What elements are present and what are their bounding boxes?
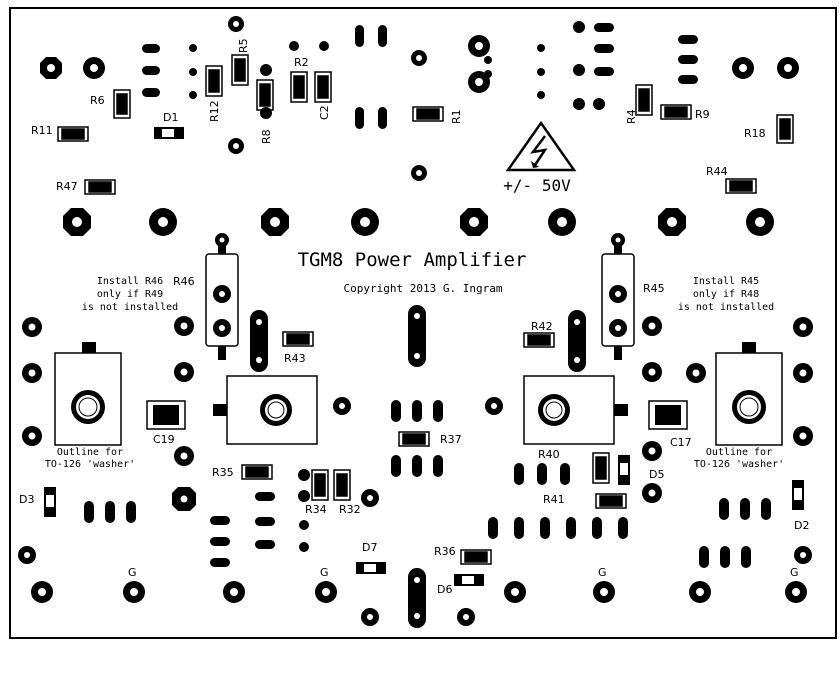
label-R46: R46 [173,275,195,288]
note-right-outline: Outline for TO-126 'washer' [694,447,784,470]
label-R18: R18 [744,127,766,140]
label-R35: R35 [212,466,234,479]
svg-text:is not installed: is not installed [678,302,774,313]
high-voltage-warning-icon [505,120,577,172]
svg-text:is not installed: is not installed [82,302,178,313]
transistor-pads-bottom [84,400,771,568]
component-labels: R6 R11 D1 R47 R12 R5 R8 R2 C2 R1 R4 R9 R… [19,38,809,596]
resistor-R45-body [601,233,635,360]
svg-text:only if R48: only if R48 [693,289,759,300]
board-outline [9,7,837,639]
label-D5: D5 [649,468,664,481]
svg-text:Outline for: Outline for [57,447,123,458]
label-R32: R32 [339,503,361,516]
note-r45: Install R45 only if R48 is not installed [678,276,774,313]
board-title: TGM8 Power Amplifier [298,249,527,271]
label-R8: R8 [260,129,273,144]
label-R6: R6 [90,94,105,107]
note-left-outline: Outline for TO-126 'washer' [45,447,135,470]
ground-pads [31,581,807,603]
label-R12: R12 [208,100,221,122]
label-R45: R45 [643,282,665,295]
label-D7: D7 [362,541,377,554]
label-D1: D1 [163,111,178,124]
label-R47: R47 [56,180,78,193]
label-R34: R34 [305,503,327,516]
label-D3: D3 [19,493,34,506]
svg-text:TO-126 'washer': TO-126 'washer' [45,459,135,470]
label-C2: C2 [318,105,331,120]
label-G-2: G [320,566,329,579]
label-R43: R43 [284,352,306,365]
label-G-1: G [128,566,137,579]
label-R40: R40 [538,448,560,461]
capacitors [146,400,688,430]
label-R1: R1 [450,109,463,124]
label-G-4: G [790,566,799,579]
svg-text:Outline for: Outline for [706,447,772,458]
power-pad-row [63,208,774,236]
label-R2: R2 [294,56,309,69]
label-D2: D2 [794,519,809,532]
label-R44: R44 [706,165,728,178]
round-pads [18,316,813,626]
label-R4: R4 [625,109,638,124]
label-C19: C19 [153,433,175,446]
transistor-mounts [54,342,783,446]
board-copyright: Copyright 2013 G. Ingram [344,282,503,295]
supply-voltage-label: +/- 50V [503,176,571,195]
label-R9: R9 [695,108,710,121]
svg-text:Install R46: Install R46 [97,276,163,287]
small-vias [189,21,605,119]
label-C17: C17 [670,436,692,449]
slot-pads [250,305,586,628]
label-G-3: G [598,566,607,579]
svg-text:TO-126 'washer': TO-126 'washer' [694,459,784,470]
diodes [44,127,804,586]
svg-text:only if R49: only if R49 [97,289,163,300]
smd-resistors [57,54,794,565]
label-R36: R36 [434,545,456,558]
top-pads [40,16,799,181]
label-R11: R11 [31,124,53,137]
transistor-pads-top [142,23,698,129]
label-R42: R42 [531,320,553,333]
label-R41: R41 [543,493,565,506]
note-r46: Install R46 only if R49 is not installed [82,276,178,313]
label-R37: R37 [440,433,462,446]
label-D6: D6 [437,583,452,596]
label-R5: R5 [237,38,250,53]
svg-text:Install R45: Install R45 [693,276,759,287]
resistor-R46-body [205,233,239,360]
